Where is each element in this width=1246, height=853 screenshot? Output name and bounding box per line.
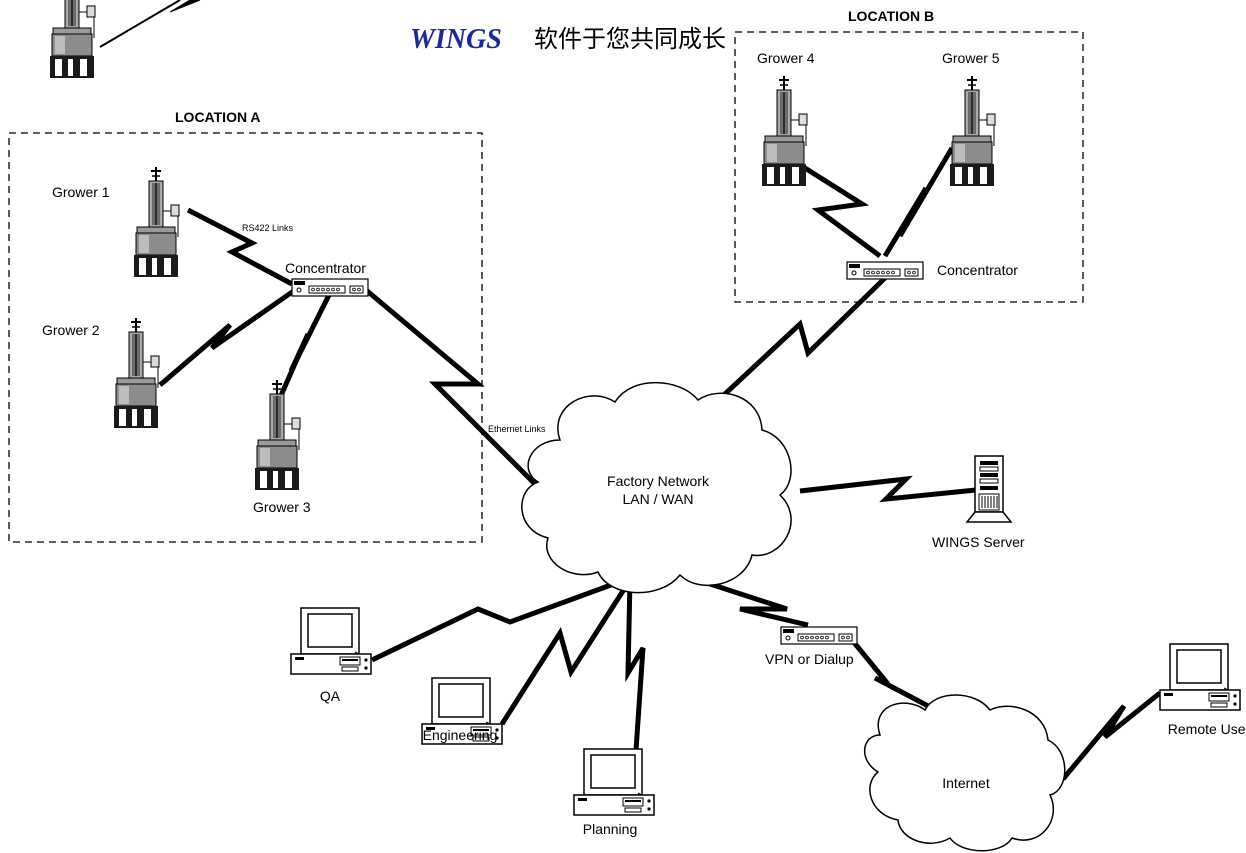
link-engineering (499, 578, 633, 726)
rs422-links-label: RS422 Links (242, 223, 294, 233)
link-topleft (99, 0, 181, 48)
grower-4-icon (761, 75, 808, 187)
internet-cloud-icon (863, 694, 1066, 852)
ethernet-links-label: Ethernet Links (488, 424, 546, 434)
qa-computer-icon (290, 607, 372, 675)
factory-network-sublabel: LAN / WAN (622, 491, 693, 507)
link-grower4 (795, 160, 882, 259)
planning-label: Planning (583, 821, 638, 837)
link-planning (625, 579, 646, 751)
engineering-label: Engineering (423, 727, 498, 743)
link-grower5 (882, 146, 955, 258)
link-vpn (706, 580, 809, 628)
vpn-modem-icon (780, 626, 858, 645)
top-left-grower-icon (49, 0, 96, 79)
factory-network-label: Factory Network (607, 473, 710, 489)
grower-3-icon (254, 379, 301, 491)
remote-user-computer-icon (1159, 643, 1241, 711)
location-a-box (8, 132, 483, 543)
link-grower2 (158, 287, 297, 387)
wings-server-label: WINGS Server (932, 534, 1025, 550)
vpn-label: VPN or Dialup (765, 651, 854, 667)
factory-network-cloud-icon (521, 381, 792, 594)
remote-user-label: Remote User (1168, 721, 1246, 737)
link-ethernet (364, 288, 540, 489)
location-a-title: LOCATION A (175, 109, 261, 125)
grower-1-label: Grower 1 (52, 184, 110, 200)
qa-label: QA (320, 688, 341, 704)
grower-4-label: Grower 4 (757, 50, 815, 66)
link-server (799, 475, 977, 503)
location-b-title: LOCATION B (848, 8, 934, 24)
concentrator-a-icon (291, 278, 369, 297)
banner-brand: WINGS (410, 24, 502, 55)
concentrator-b-label: Concentrator (937, 262, 1018, 278)
link-qa (370, 575, 631, 663)
link-internet (850, 638, 932, 710)
grower-2-label: Grower 2 (42, 322, 100, 338)
link-location-b (709, 276, 887, 409)
grower-5-label: Grower 5 (942, 50, 1000, 66)
grower-5-icon (949, 75, 996, 187)
concentrator-a-label: Concentrator (285, 260, 366, 276)
internet-label: Internet (942, 775, 990, 791)
grower-3-label: Grower 3 (253, 499, 311, 515)
grower-1-icon (133, 166, 180, 278)
location-b-box (734, 31, 1084, 303)
link-remote (1061, 691, 1162, 781)
banner-tagline: 软件于您共同成长 (534, 25, 726, 53)
network-links (99, 0, 1162, 781)
link-grower3 (269, 291, 333, 418)
concentrator-b-icon (846, 261, 924, 280)
banner: WINGS 软件于您共同成长 (410, 24, 726, 55)
grower-2-icon (113, 317, 160, 429)
link-grower1 (186, 207, 294, 287)
planning-computer-icon (573, 748, 655, 816)
